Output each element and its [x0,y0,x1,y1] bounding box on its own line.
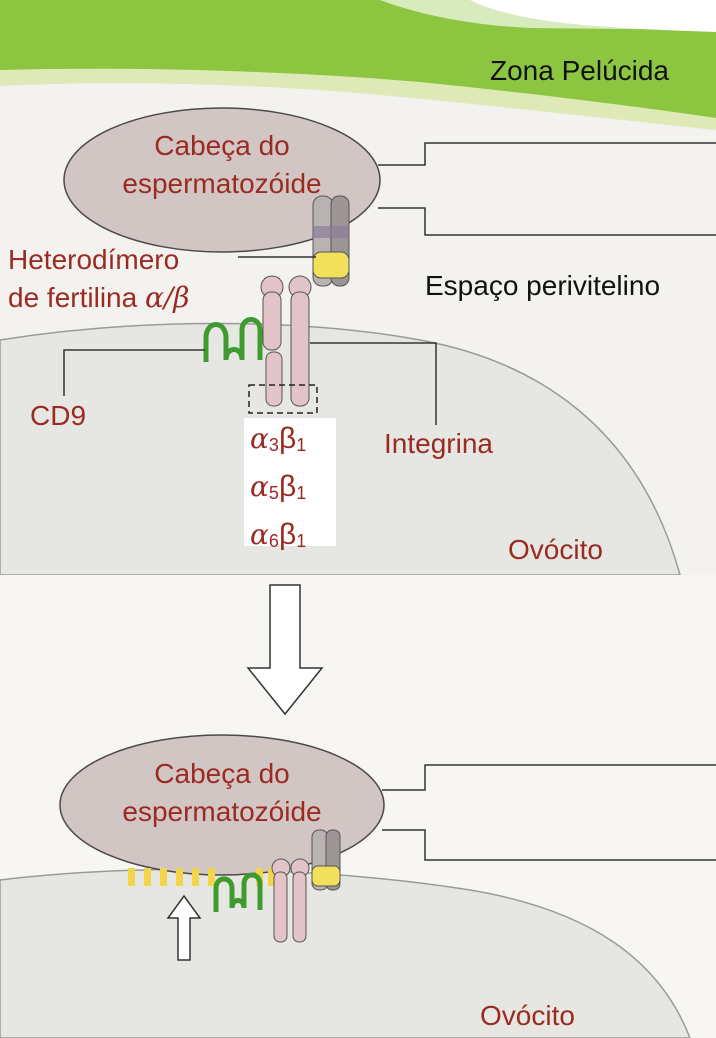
integrin-label: Integrina [384,428,493,459]
heterodimer-label-2: de fertilina α/β [8,281,190,314]
integrin-top [260,275,312,407]
integrin-dashed-box [248,384,318,414]
sperm-tail-top-lower [378,207,716,236]
fertilin-greek: α/β [144,281,190,314]
fertilin-dimer-bottom [311,829,341,891]
zona-highlight [380,0,716,30]
integrin-bottom [271,858,310,943]
heterodimer-text: de fertilina [8,282,138,313]
cd9-top [203,317,263,362]
perivitelline-label: Espaço perivitelino [425,270,661,301]
heterodimer-label-1: Heterodímero [8,244,180,275]
sperm-head-label-bottom-1: Cabeça do [154,758,290,789]
fertilin-dimer-top [312,195,350,287]
sperm-head-label-bottom-2: espermatozóide [122,796,322,827]
zona-label: Zona Pelúcida [490,55,670,86]
oocyte-label-top: Ovócito [508,534,603,565]
sperm-tail-top-upper [378,142,716,166]
oocyte-top-body [0,322,681,576]
cd9-label: CD9 [30,400,87,431]
sperm-tail-bottom-lower [382,829,716,861]
sperm-head-top [63,107,381,253]
cd9-bottom [213,872,263,912]
down-arrow [246,584,324,716]
integrin-subtype-3: α6β1 [250,518,307,551]
zona-pellucida-band [0,0,716,120]
sperm-head-label-top-2: espermatozóide [122,168,322,199]
up-arrow [166,894,202,961]
oocyte-label-bottom: Ovócito [480,1000,575,1031]
sperm-tail-bottom-upper [382,764,716,791]
cd9-leader [63,349,205,396]
integrin-subtypes: α3β1 α5β1 α6β1 [244,418,336,551]
integrin-leader [310,342,437,425]
zona-inner-edge [0,68,716,130]
sperm-head-bottom [59,734,385,876]
sperm-head-label-top-1: Cabeça do [154,130,290,161]
integrin-subtype-2: α5β1 [250,470,307,503]
integrin-subtype-1: α3β1 [250,422,307,455]
